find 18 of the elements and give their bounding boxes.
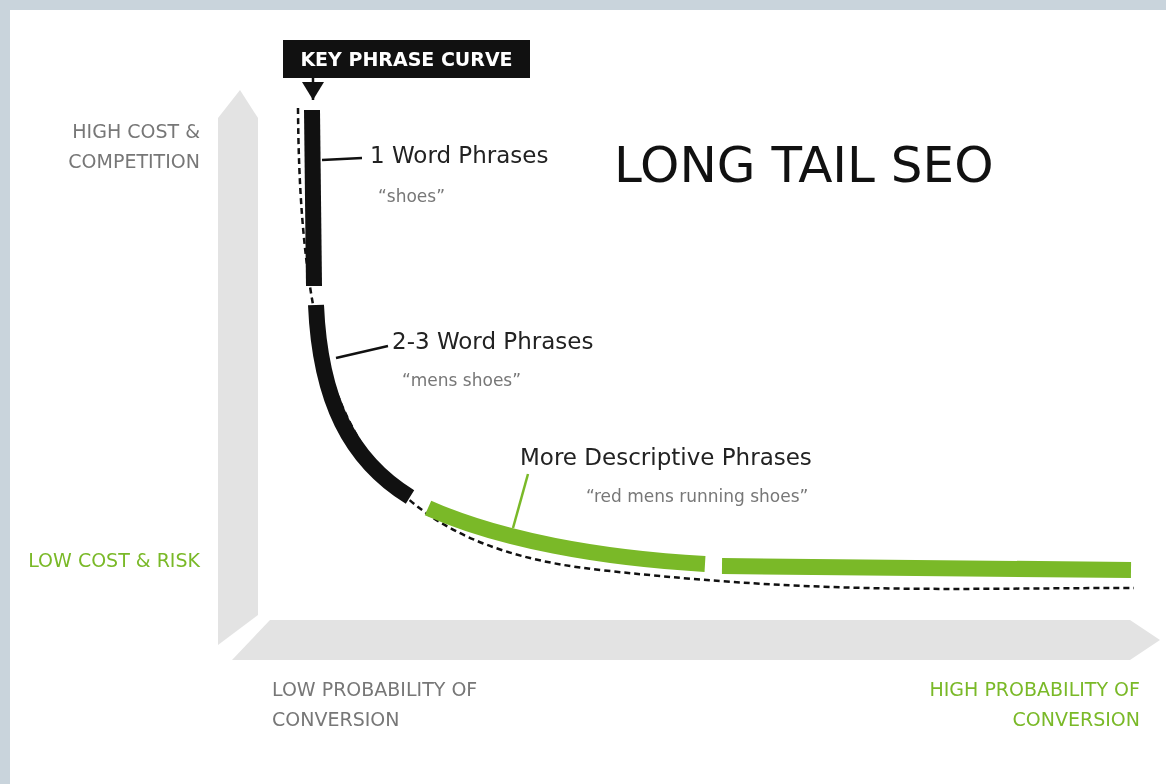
axis-label: HIGH COST & COMPETITION bbox=[67, 119, 200, 174]
phrase-label: 2-3 Word Phrases bbox=[392, 328, 594, 354]
example-text: “mens shoes” bbox=[402, 370, 522, 390]
phrase-label: More Descriptive Phrases bbox=[520, 444, 812, 470]
phrase-label: 1 Word Phrases bbox=[370, 142, 549, 168]
curve-segment bbox=[721, 558, 1132, 578]
leader-line bbox=[321, 156, 363, 162]
curve-segment bbox=[304, 109, 322, 287]
callout-label: KEY PHRASE CURVE bbox=[283, 40, 530, 78]
axis-label: HIGH PROBABILITY OF CONVERSION bbox=[928, 677, 1140, 732]
title: LONG TAIL SEO bbox=[614, 136, 994, 194]
example-text: “red mens running shoes” bbox=[586, 486, 809, 506]
leader-line bbox=[511, 473, 530, 529]
axis-label: LOW COST & RISK bbox=[27, 548, 200, 573]
axis-label: LOW PROBABILITY OF CONVERSION bbox=[272, 677, 479, 732]
example-text: “shoes” bbox=[378, 186, 445, 206]
leader-line bbox=[335, 344, 389, 360]
pointer-arrow bbox=[302, 78, 324, 100]
